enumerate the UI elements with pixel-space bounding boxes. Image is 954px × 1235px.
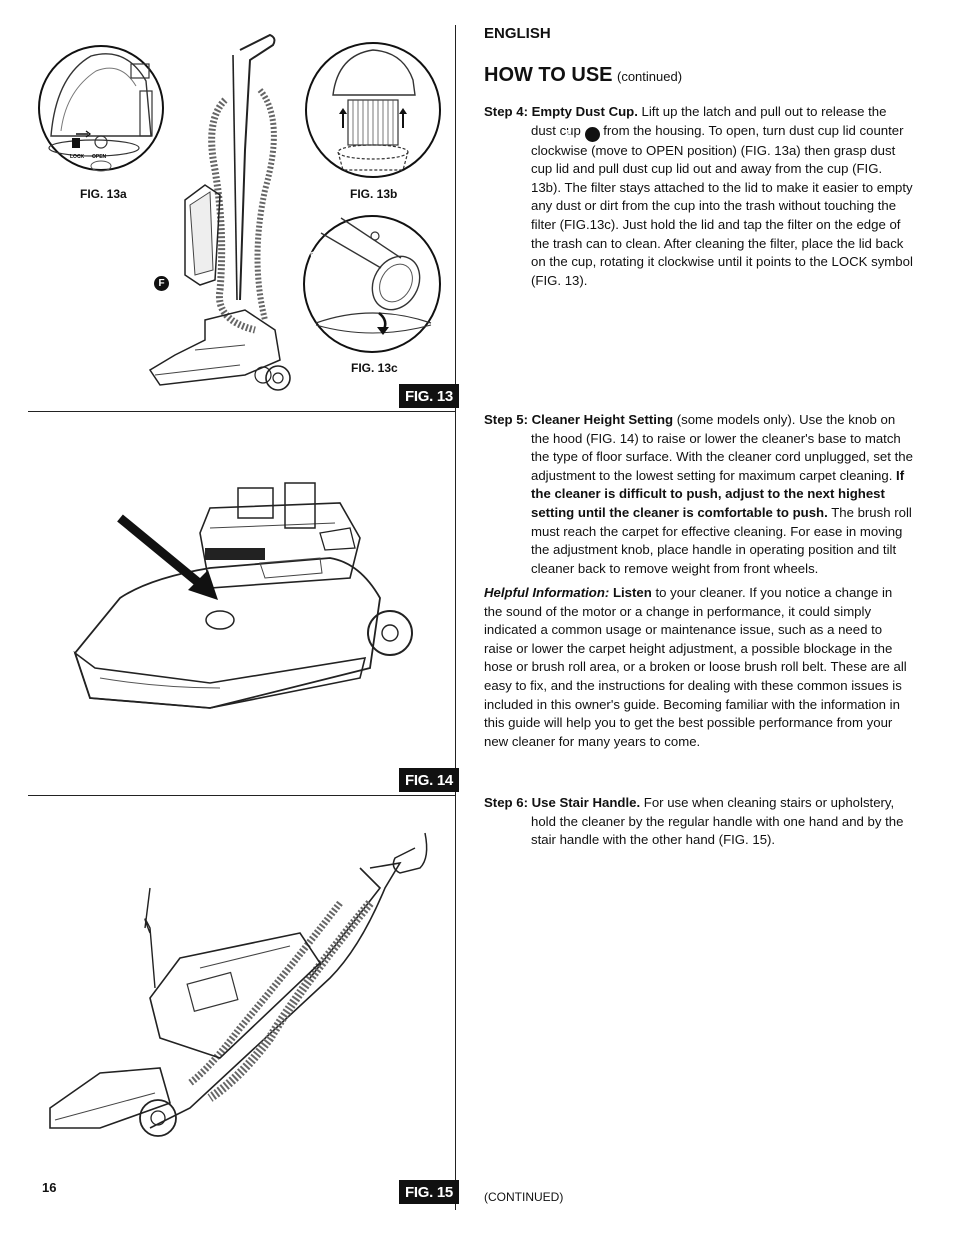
helpful-information-block: Helpful Information: Listen to your clea…: [484, 584, 914, 751]
column-divider: [455, 25, 456, 1210]
section-title: HOW TO USE (continued): [484, 64, 682, 87]
fig13-badge: FIG. 13: [399, 384, 459, 408]
fig15-illustration: [49, 832, 428, 1137]
step6-block: Step 6: Use Stair Handle. For use when c…: [484, 794, 914, 850]
figure-divider-14-15: [28, 795, 456, 796]
fig15-badge: FIG. 15: [399, 1180, 459, 1204]
fig13a-illustration: LOCK OPEN: [38, 45, 164, 172]
fig14-illustration: [73, 482, 413, 709]
fig13-vacuum-illustration: [148, 33, 291, 391]
page-number: 16: [42, 1180, 57, 1195]
step5-block: Step 5: Cleaner Height Setting (some mod…: [484, 411, 914, 578]
helpful-bold-word: Listen: [612, 585, 652, 600]
step5-text-2: The brush roll must reach the carpet for…: [531, 504, 912, 576]
fig13c-illustration: [303, 215, 441, 353]
fig14-badge: FIG. 14: [399, 768, 459, 792]
step6-text: For use when cleaning stairs or upholste…: [531, 795, 904, 848]
step4-label: Step 4:: [484, 104, 528, 119]
helpful-text: to your cleaner. If you notice a change …: [484, 585, 907, 749]
language-label: ENGLISH: [484, 25, 551, 42]
fig13c-label: FIG. 13c: [351, 361, 398, 375]
fig13a-label: FIG. 13a: [80, 187, 127, 201]
step5-heading: Cleaner Height Setting: [531, 412, 674, 427]
open-text: OPEN: [92, 154, 107, 160]
step5-bold-text: If the cleaner is difficult to push, adj…: [531, 467, 905, 520]
lock-text: LOCK: [70, 154, 85, 160]
step5-label: Step 5:: [484, 412, 528, 427]
continued-label: (CONTINUED): [484, 1190, 564, 1204]
step4-block: Step 4: Empty Dust Cup. Lift up the latc…: [484, 103, 914, 290]
section-title-suffix: (continued): [616, 69, 683, 84]
step4-heading: Empty Dust Cup.: [531, 104, 638, 119]
step4-text-b: from the housing. To open, turn dust cup…: [531, 122, 913, 288]
figure-divider-13-14: [28, 411, 456, 412]
fig13b-label: FIG. 13b: [350, 187, 398, 201]
marker-f-fig13: F: [154, 271, 169, 291]
step4-text-a: Lift up the latch and pull out to releas…: [531, 104, 887, 138]
fig13b-illustration: [305, 42, 441, 178]
step4-marker-f: F: [565, 126, 600, 142]
section-title-text: HOW TO USE: [484, 64, 613, 86]
step6-heading: Use Stair Handle.: [531, 795, 641, 810]
helpful-label: Helpful Information:: [484, 585, 610, 600]
step5-text-1: (some models only). Use the knob on the …: [531, 412, 913, 483]
step6-label: Step 6:: [484, 795, 528, 810]
